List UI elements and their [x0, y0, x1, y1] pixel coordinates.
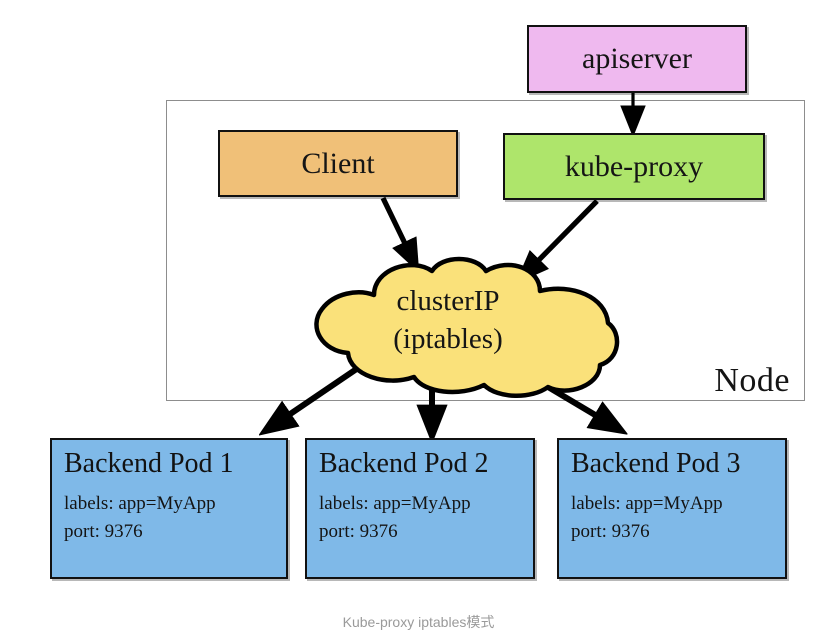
apiserver-label: apiserver — [582, 42, 692, 76]
pod-port: port: 9376 — [571, 521, 650, 543]
pod-details: labels: app=MyApp port: 9376 — [64, 490, 286, 546]
cloud-shape-icon — [314, 256, 620, 398]
kube-proxy-box[interactable]: kube-proxy — [503, 133, 765, 200]
kube-proxy-label: kube-proxy — [564, 149, 704, 183]
figure-caption: Kube-proxy iptables模式 — [342, 614, 495, 630]
clusterip-cloud[interactable]: clusterIP (iptables) — [300, 255, 630, 400]
client-label: Client — [301, 146, 375, 180]
pod-details: labels: app=MyApp port: 9376 — [319, 490, 533, 546]
backend-pod-1[interactable]: Backend Pod 1 labels: app=MyApp port: 93… — [50, 438, 288, 579]
pod-title: Backend Pod 1 — [64, 448, 234, 479]
clusterip-line-1: clusterIP — [396, 285, 500, 317]
pod-labels: labels: app=MyApp — [571, 493, 723, 514]
node-container: Node — [166, 100, 805, 401]
pod-labels: labels: app=MyApp — [319, 493, 471, 514]
pod-labels: labels: app=MyApp — [64, 493, 216, 514]
node-label: Node — [714, 362, 790, 399]
pod-details: labels: app=MyApp port: 9376 — [571, 490, 785, 546]
clusterip-line-2: (iptables) — [393, 322, 503, 355]
pod-port: port: 9376 — [64, 521, 143, 543]
apiserver-box[interactable]: apiserver — [527, 25, 747, 93]
backend-pod-3[interactable]: Backend Pod 3 labels: app=MyApp port: 93… — [557, 438, 787, 579]
pod-port: port: 9376 — [319, 521, 398, 543]
clusterip-cloud-text: clusterIP (iptables) — [348, 283, 548, 358]
client-box[interactable]: Client — [218, 130, 458, 197]
pod-title: Backend Pod 2 — [319, 448, 489, 479]
backend-pod-2[interactable]: Backend Pod 2 labels: app=MyApp port: 93… — [305, 438, 535, 579]
pod-title: Backend Pod 3 — [571, 448, 741, 479]
